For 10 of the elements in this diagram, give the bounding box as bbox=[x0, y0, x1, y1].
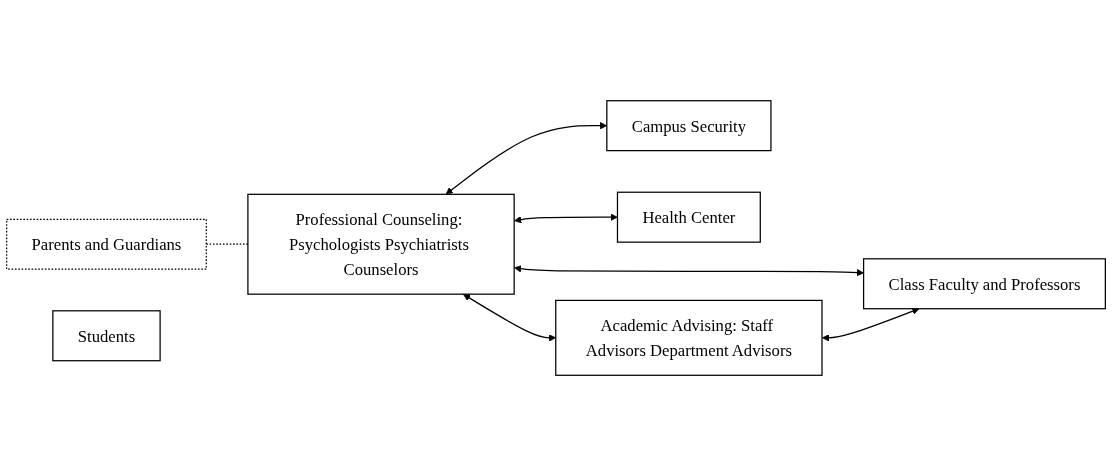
node-box: Health Center bbox=[616, 191, 761, 243]
arrow bbox=[514, 265, 864, 277]
node-box: Academic Advising: Staff Advisors Department Advisors bbox=[555, 299, 823, 376]
arrow bbox=[822, 307, 920, 342]
node-box: Class Faculty and Professors bbox=[862, 258, 1106, 310]
node-box: Professional Counseling: Psychologists Psychiatrists Counselors bbox=[247, 193, 515, 295]
node-box: Parents and Guardians bbox=[6, 218, 207, 270]
arrow bbox=[514, 213, 618, 224]
node-box: Students bbox=[52, 310, 161, 362]
node-box: Campus Security bbox=[606, 100, 772, 152]
